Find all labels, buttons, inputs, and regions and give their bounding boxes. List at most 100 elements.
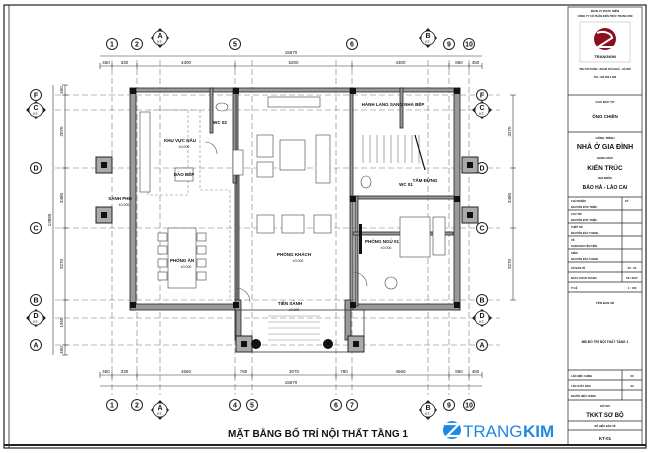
room-label-side-lobby: SẢNH PHỤ bbox=[108, 195, 132, 201]
owner-label: CHỦ ĐẦU TƯ bbox=[596, 99, 615, 104]
elevation-mark: ±0.000 bbox=[181, 265, 192, 269]
grid-bubble-bottom bbox=[443, 399, 455, 411]
person-role: CHỦ NHIỆM bbox=[571, 198, 586, 203]
column bbox=[454, 88, 460, 94]
dimension-total: 15670 bbox=[285, 380, 298, 385]
dimension-label: 780 bbox=[240, 369, 248, 374]
sheet-no-label: SỐ HIỆU BẢN VẼ bbox=[594, 423, 615, 428]
porch-column bbox=[251, 339, 261, 349]
grid-bubble-left-label: A bbox=[33, 343, 38, 350]
revision-value: 00 bbox=[630, 384, 634, 388]
grid-bubble-left bbox=[30, 222, 42, 234]
location-name: BẢO HÀ - LÀO CAI bbox=[583, 184, 628, 191]
grid-bubble-top bbox=[443, 38, 455, 50]
dimension-label: 330 bbox=[121, 60, 129, 65]
zone-outline bbox=[160, 109, 231, 300]
toilet bbox=[215, 102, 229, 112]
armchair bbox=[256, 134, 274, 158]
title-block-frame bbox=[567, 6, 643, 446]
dimension-total: 15670 bbox=[285, 50, 298, 55]
column bbox=[454, 302, 460, 308]
stair-cut-line bbox=[414, 134, 426, 171]
elevation-mark: ±0.000 bbox=[381, 246, 392, 250]
info-label: SỐ BẢN VẼ bbox=[571, 265, 586, 270]
door-swing bbox=[204, 141, 218, 155]
grid-bubble-right bbox=[476, 89, 488, 101]
sheet-name-label: TÊN BẢN VẼ bbox=[596, 300, 614, 305]
sign-label: KÝ bbox=[625, 198, 629, 203]
grid-bubble-top bbox=[131, 38, 143, 50]
porch-column bbox=[323, 339, 333, 349]
dimension-label: 860 bbox=[455, 369, 463, 374]
column bbox=[130, 88, 136, 94]
grid-bubble-left bbox=[30, 339, 42, 351]
room-label-island: ĐẢO BẾP bbox=[174, 171, 195, 177]
kitchen-zone bbox=[147, 109, 189, 196]
info-value: 05 - 05 bbox=[628, 266, 637, 270]
section-letter: C bbox=[33, 105, 38, 112]
porch bbox=[235, 309, 365, 353]
grid-bubble-bottom-label: 5 bbox=[250, 403, 254, 410]
section-letter: D bbox=[33, 313, 38, 320]
column bbox=[350, 88, 356, 94]
grid-bubble-bottom-label: 7 bbox=[350, 403, 354, 410]
grid-bubble-bottom-label: 6 bbox=[334, 403, 338, 410]
dimension-label: 450 bbox=[472, 369, 480, 374]
grid-bubble-bottom bbox=[131, 399, 143, 411]
section-marker: BKT- bbox=[419, 28, 437, 48]
company-name: CÔNG TY CỔ PHẦN KIẾN TRÚC TRANG KIM bbox=[578, 13, 633, 18]
dimension-label: 2070 bbox=[59, 126, 64, 137]
dining-chair bbox=[196, 271, 207, 281]
grid-bubble-left-label: B bbox=[33, 298, 38, 305]
company-contact: TEL: 043 999 0 666 bbox=[594, 76, 617, 79]
section-letter: D bbox=[479, 313, 484, 320]
door-swing bbox=[352, 271, 368, 287]
wall bbox=[399, 87, 404, 129]
grid-bubble-left bbox=[30, 294, 42, 306]
section-sheet: KT- bbox=[425, 40, 431, 44]
drawing-title: MẶT BẰNG BỐ TRÍ NỘI THẤT TẦNG 1 bbox=[228, 426, 408, 440]
grid-bubble-right-label: A bbox=[479, 343, 484, 350]
sheet-border bbox=[3, 4, 647, 449]
section-letter: B bbox=[425, 33, 430, 40]
section-letter: B bbox=[425, 405, 430, 412]
category-label: HẠNG MỤC bbox=[597, 156, 614, 160]
bedroom-tv bbox=[359, 224, 362, 254]
door-swing bbox=[235, 287, 251, 303]
sheet-name: MB BỐ TRÍ NỘI THẤT TẦNG 1 bbox=[582, 339, 629, 344]
grid-bubble-bottom bbox=[229, 399, 241, 411]
person-name: NGUYỄN ĐỨC TRIỆU bbox=[571, 204, 597, 209]
person-role: KIỂM bbox=[571, 250, 577, 255]
unit-label: ĐƠN VỊ THỰC HIỆN bbox=[591, 8, 619, 13]
grid-bubble-left-label: D bbox=[33, 166, 38, 173]
location-label: ĐỊA ĐIỂM bbox=[598, 175, 612, 180]
column bbox=[233, 88, 239, 94]
room-label-shower: TẮM ĐỨNG bbox=[413, 176, 438, 183]
dimension-label: 3270 bbox=[507, 126, 512, 137]
project-label: CÔNG TRÌNH bbox=[596, 135, 615, 140]
elevation-mark: ±0.000 bbox=[293, 259, 304, 263]
section-marker: AKT- bbox=[151, 400, 169, 420]
dimension-total: 13880 bbox=[47, 213, 52, 226]
column bbox=[233, 302, 239, 308]
grid-bubble-bottom-label: 4 bbox=[233, 403, 237, 410]
grid-bubble-right-label: F bbox=[480, 93, 485, 100]
person-name: PHẠM NGUYỄN TIẾN bbox=[571, 243, 597, 248]
dimension-label: 4300 bbox=[395, 60, 406, 65]
toilet bbox=[360, 175, 372, 189]
grid-bubble-bottom bbox=[346, 399, 358, 411]
info-value: 1 : 100 bbox=[628, 286, 637, 290]
room-label-bedroom: PHÒNG NGỦ 01 bbox=[365, 237, 400, 244]
dimension-label: 450 bbox=[102, 60, 110, 65]
grid-bubble-bottom bbox=[463, 399, 475, 411]
grid-bubble-left bbox=[30, 162, 42, 174]
grid-bubble-right bbox=[476, 222, 488, 234]
sofa bbox=[315, 134, 331, 184]
grid-bubble-left-label: C bbox=[33, 226, 38, 233]
dimension-label: 860 bbox=[455, 60, 463, 65]
revision-value: 00 bbox=[630, 374, 634, 378]
brand-part2: KIM bbox=[523, 422, 554, 441]
sheet-no: KT-01 bbox=[599, 436, 612, 441]
room-label-wc01: WC 01 bbox=[399, 182, 413, 187]
